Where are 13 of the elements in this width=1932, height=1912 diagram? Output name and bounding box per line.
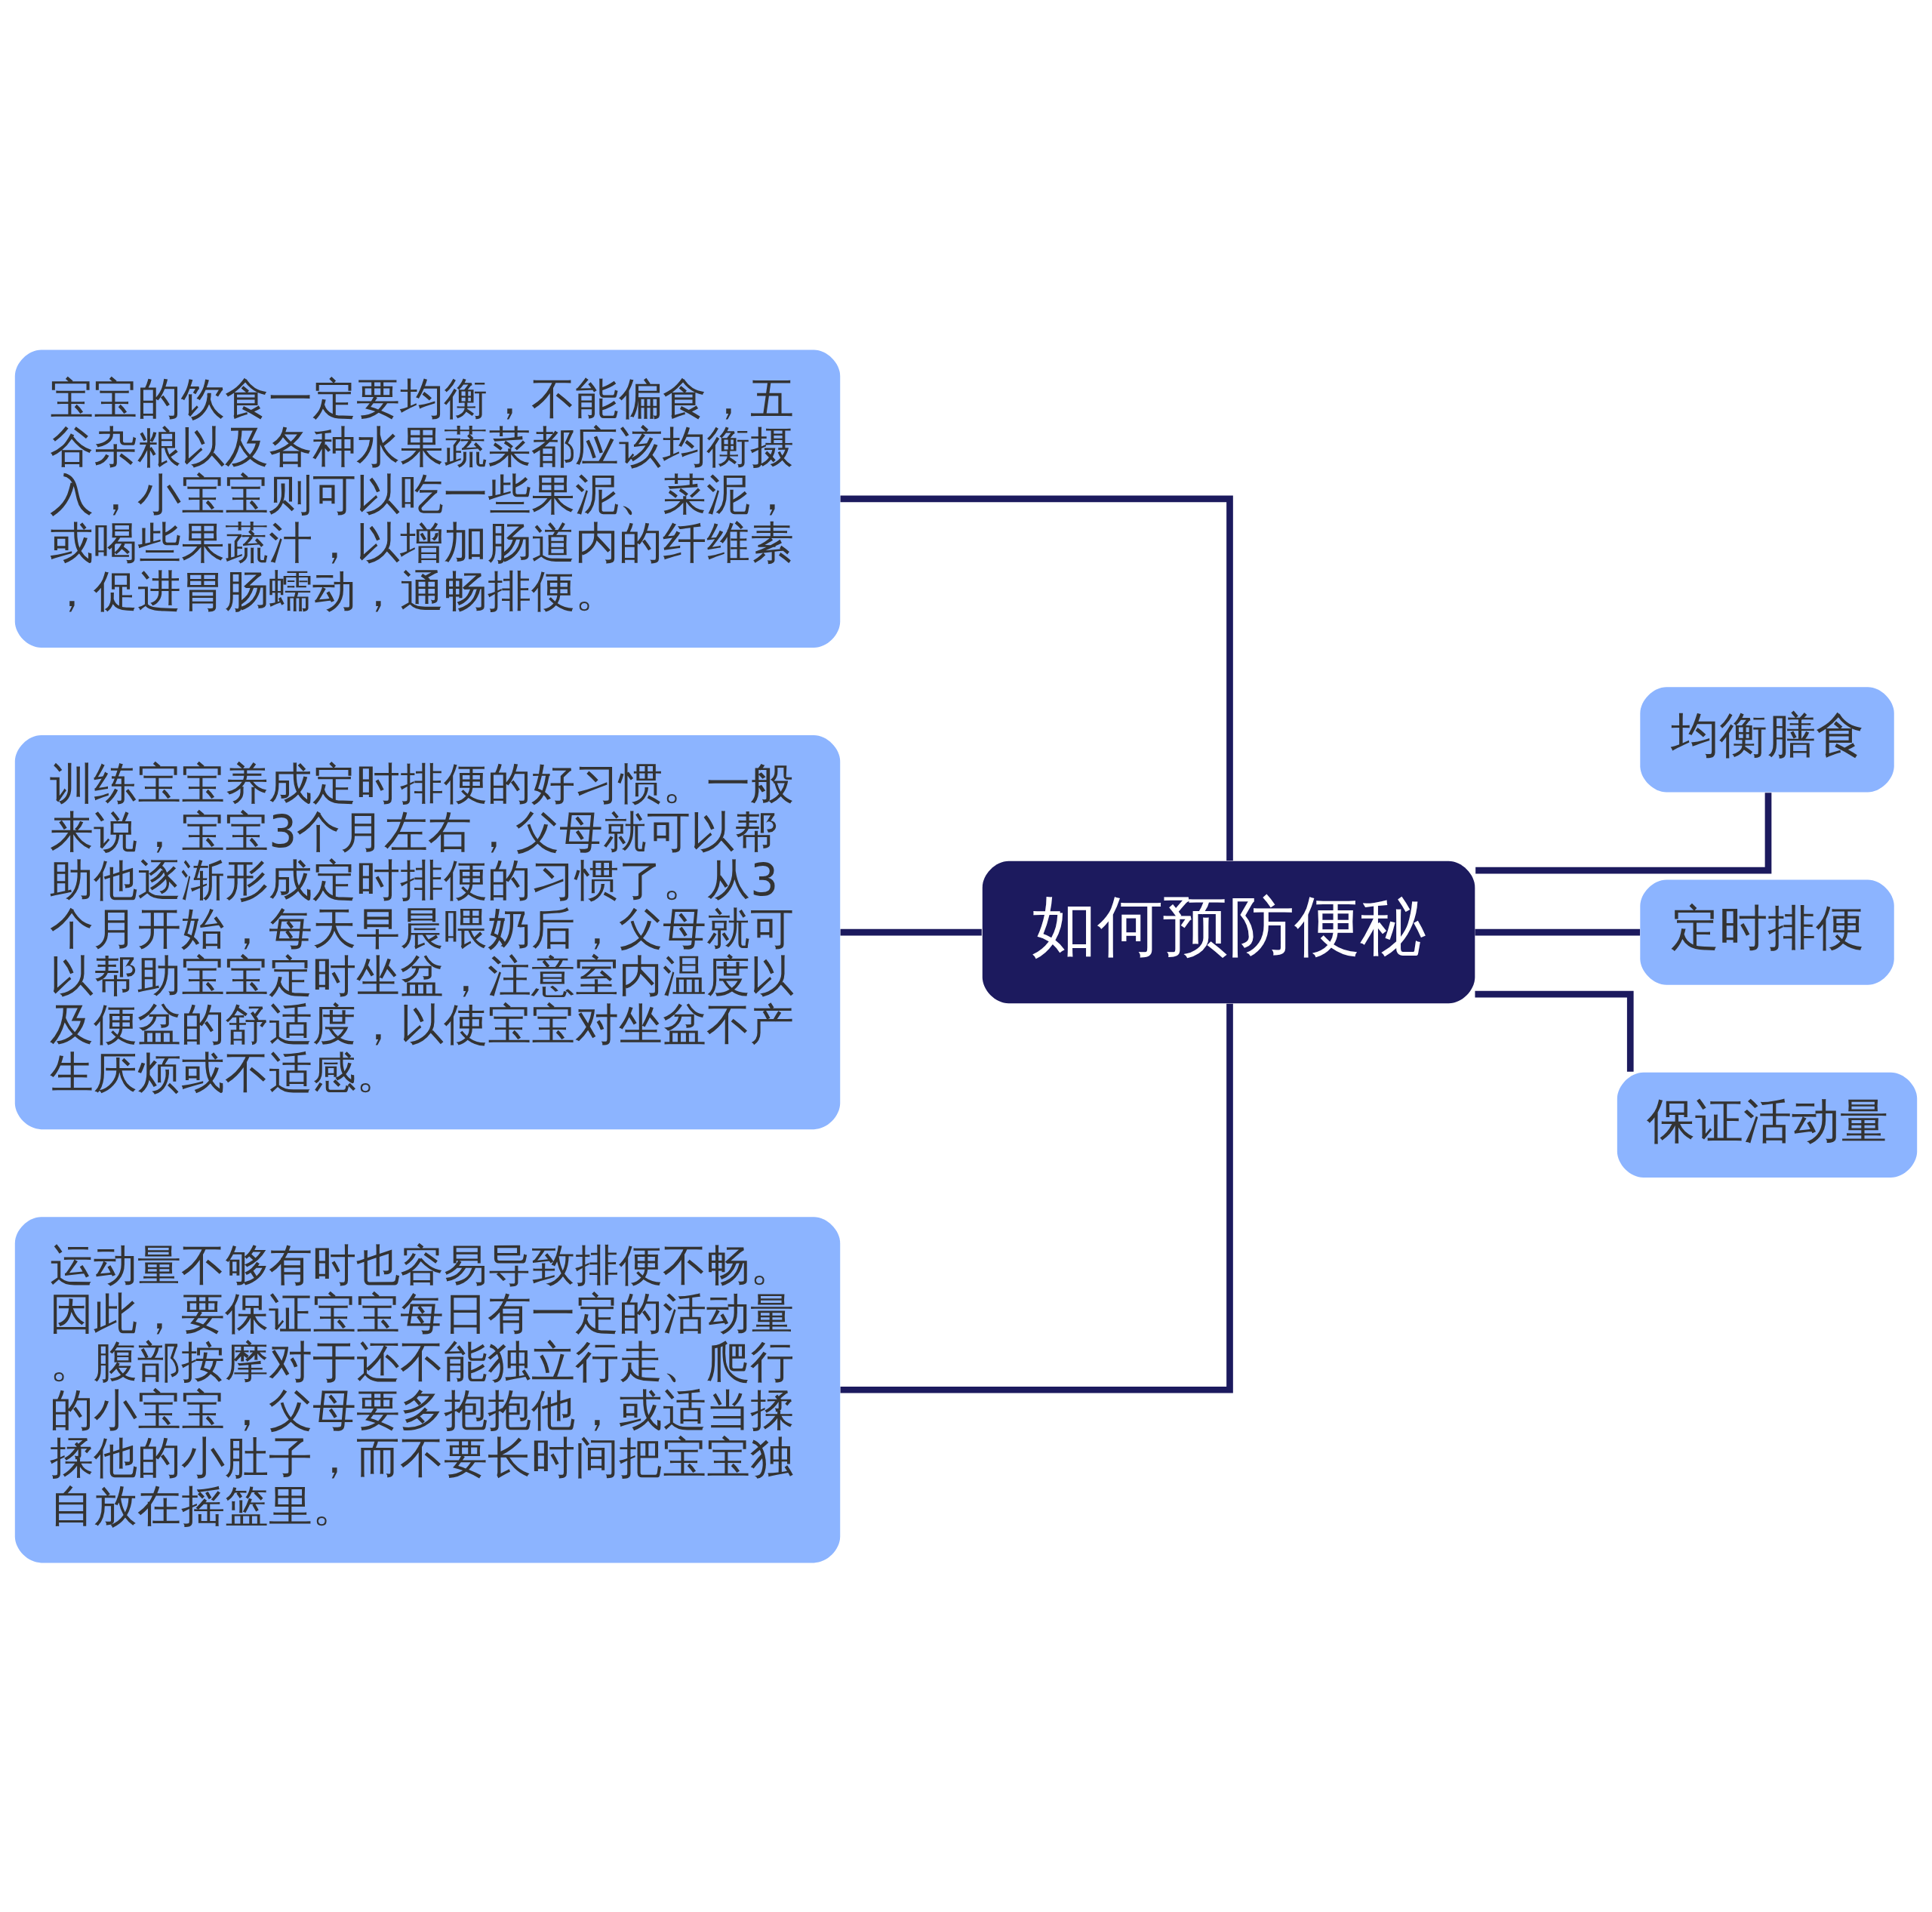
node-box: 定时排便	[1640, 879, 1894, 985]
node-box: 如何预防便秘	[982, 861, 1475, 1003]
connector	[1475, 792, 1772, 873]
connector	[840, 928, 982, 935]
connector	[840, 495, 1233, 861]
connector	[1475, 990, 1634, 1072]
node-box: 宝宝的饮食一定要均衡，不能偏食，五谷杂粮以及各种水果蔬菜都应该均衡摄入，小宝宝则可以吃一些果泥、菜泥，或喝些果蔬汁，以增加肠道内的纤维素，促进胃肠蠕动，通畅排便。	[14, 349, 841, 648]
connector	[1475, 928, 1641, 935]
node-box: 训练宝宝养成定时排便的好习惯。一般来说，宝宝3个月左右，父母就可以帮助他逐渐形成定时排便的习惯了。从3个月开始，每天早晨喂奶后，父母就可以帮助宝宝定时坐盆，注意室内温度以及便盆的舒适度，以使宝宝对坐盆不产生厌烦或不适感。	[14, 734, 841, 1129]
node-box: 运动量不够有时也容易导致排便不畅。因此，要保证宝宝每日有一定的活动量。腹部按摩对于还不能独立行走、爬行的小宝宝，父母要多抱抱他，或适当揉揉他的小肚子，而不要长时间把宝宝独自放在摇篮里。	[14, 1216, 841, 1563]
node-box: 均衡膳食	[1640, 686, 1894, 792]
node-box: 保证活动量	[1617, 1072, 1918, 1178]
connector	[840, 1003, 1233, 1393]
